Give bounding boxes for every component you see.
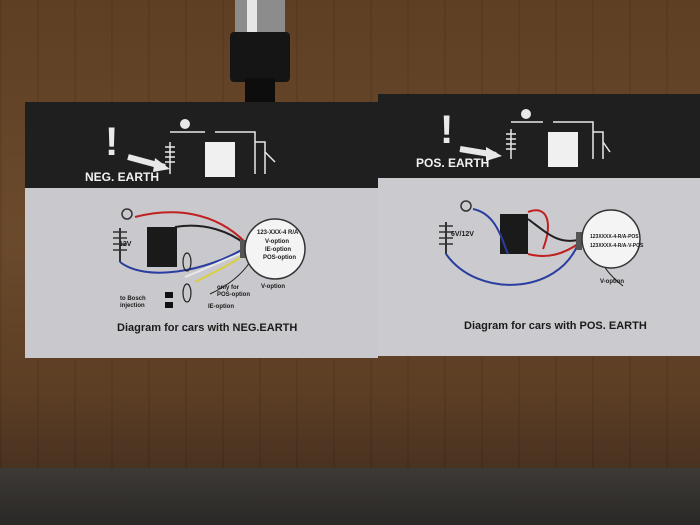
floor-background	[0, 468, 700, 525]
module-text-line-2: V-option	[265, 239, 289, 245]
right-diagram-area	[378, 178, 700, 356]
right-booklet-page: ! POS. EARTH 6V/12V 123XXXX-4-R/A-POS 12…	[378, 94, 700, 356]
left-booklet-page: ! NEG. EARTH 12V 123-XXX-4 R/A V-option …	[25, 102, 378, 358]
module-text-line-2: 123XXXX-4-R/A-V-POS	[590, 243, 644, 249]
right-wiring-diagram	[439, 109, 641, 287]
module-text-line-1: 123XXXX-4-R/A-POS	[590, 234, 639, 240]
left-header-bar	[25, 102, 378, 188]
right-diagram-caption: Diagram for cars with POS. EARTH	[464, 320, 647, 332]
pos-earth-heading: POS. EARTH	[416, 156, 490, 170]
pos-option-label: POS-option	[217, 292, 250, 298]
module-text-line-4: POS-option	[263, 255, 296, 261]
module-text-line-3: IE-option	[265, 247, 291, 253]
neg-earth-heading: NEG. EARTH	[85, 170, 160, 184]
v-option-label: V-option	[261, 284, 285, 290]
warning-exclamation-icon: !	[105, 120, 119, 164]
metal-tube-object	[230, 0, 290, 108]
battery-6v-12v-label: 6V/12V	[451, 231, 474, 238]
only-for-label: only for	[217, 285, 239, 291]
module-text-line-1: 123-XXX-4 R/A	[257, 230, 299, 236]
to-bosch-label: to Bosch	[120, 296, 146, 302]
injection-label: injection	[120, 303, 145, 309]
ie-option-label: IE-option	[208, 304, 234, 310]
left-diagram-caption: Diagram for cars with NEG.EARTH	[117, 322, 298, 334]
warning-exclamation-icon: !	[440, 108, 454, 152]
left-wiring-diagram	[113, 119, 306, 308]
right-header-bar	[378, 94, 700, 178]
battery-12v-label: 12V	[119, 241, 132, 248]
v-option-label: V-option	[600, 279, 624, 285]
